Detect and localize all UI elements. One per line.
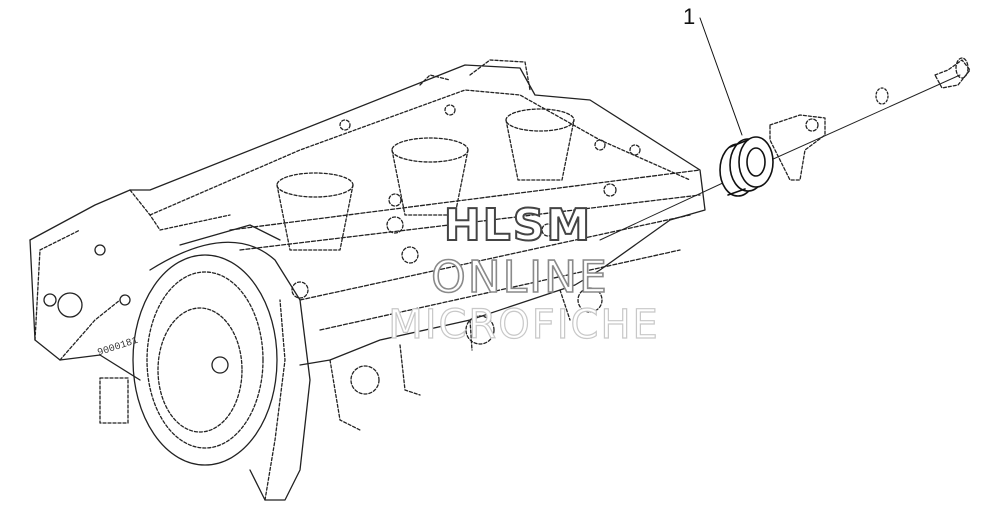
seal-part-1	[719, 136, 774, 197]
callout-label-1: 1	[683, 4, 696, 29]
explode-line	[599, 17, 961, 241]
valve-wells	[276, 59, 641, 395]
bolt	[934, 57, 971, 89]
watermark-line-2: ONLINE	[430, 251, 609, 304]
watermark-line-1: HLSM	[443, 199, 593, 252]
lower-ribs	[329, 289, 571, 431]
cylinder-head-outline	[29, 64, 706, 381]
top-deck-rail	[229, 169, 701, 331]
bracket	[769, 114, 826, 181]
front-cover-housing	[43, 224, 311, 501]
washer	[875, 87, 889, 105]
watermark-line-3: MICROFICHE	[388, 301, 660, 348]
